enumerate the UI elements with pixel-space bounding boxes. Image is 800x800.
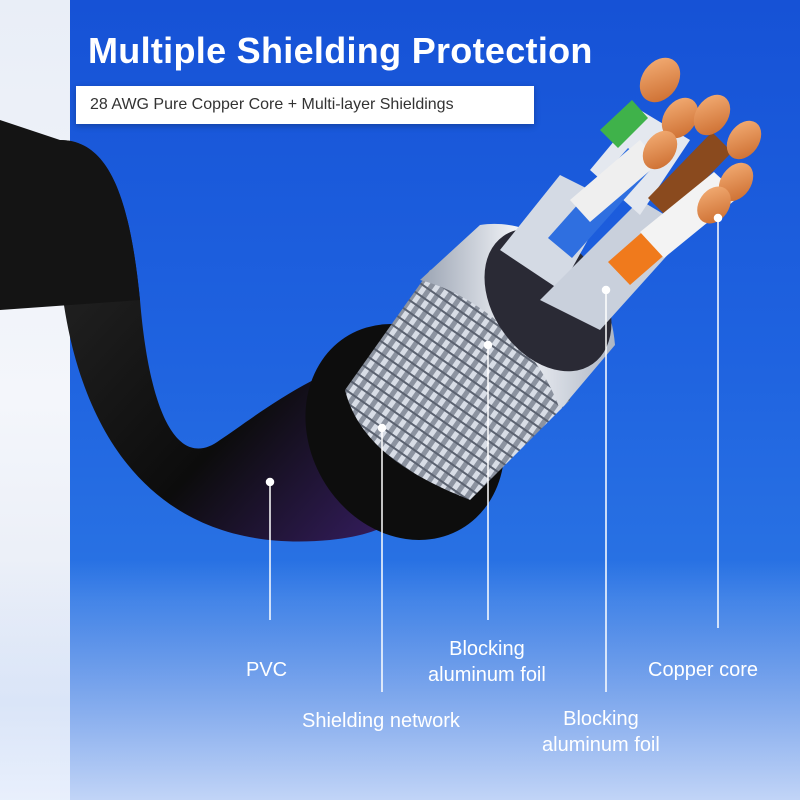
floor-reflection	[0, 560, 800, 800]
subtitle: 28 AWG Pure Copper Core + Multi-layer Sh…	[90, 96, 454, 113]
label-pvc: PVC	[246, 659, 288, 681]
subtitle-box: 28 AWG Pure Copper Core + Multi-layer Sh…	[76, 86, 534, 124]
wire-green	[600, 100, 648, 148]
copper-cores	[639, 57, 762, 224]
page-title: Multiple Shielding Protection	[88, 30, 593, 71]
label-blocking-foil-inner: Blocking aluminum foil	[428, 638, 546, 686]
wire-brown	[648, 132, 732, 218]
label-copper-core: Copper core	[648, 659, 759, 681]
label-blocking-foil-outer: Blocking aluminum foil	[542, 708, 660, 756]
label-shielding-network: Shielding network	[302, 710, 460, 732]
